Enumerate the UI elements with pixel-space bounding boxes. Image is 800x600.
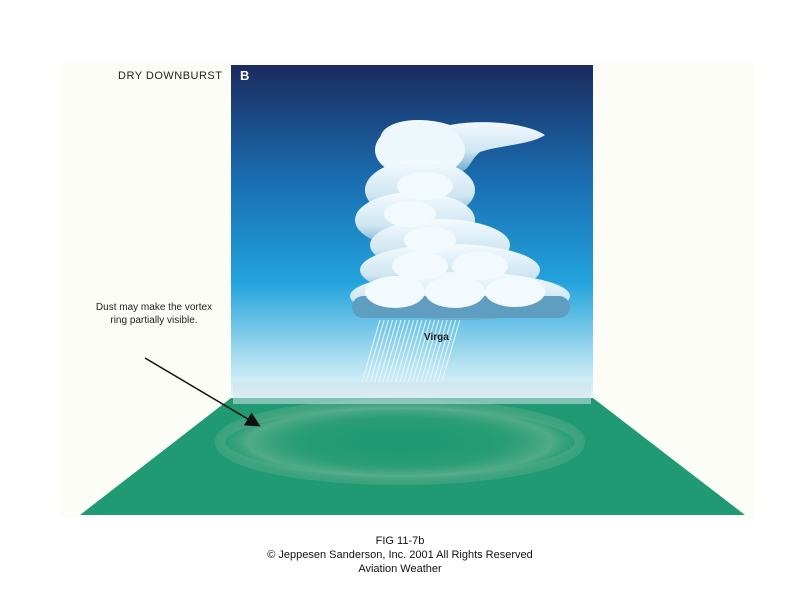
dust-haze <box>233 382 591 404</box>
virga-streak <box>432 319 452 383</box>
virga-streak <box>428 319 448 383</box>
virga-streak <box>390 319 410 383</box>
virga-streak <box>407 319 427 383</box>
figure-number: FIG 11-7b <box>375 535 425 547</box>
virga-streak <box>403 319 423 383</box>
cumulonimbus-cloud <box>350 120 570 320</box>
virga-label: Virga <box>424 332 449 343</box>
virga-streak <box>378 319 398 383</box>
panel-letter: B <box>240 68 250 83</box>
virga-streak <box>416 319 436 383</box>
virga-streaks <box>361 319 461 383</box>
callout-arrow <box>144 357 261 427</box>
virga-streak <box>369 319 389 383</box>
copyright-notice: © Jeppesen Sanderson, Inc. 2001 All Righ… <box>267 549 533 561</box>
virga-streak <box>365 319 385 383</box>
virga-streak <box>382 319 402 383</box>
diagram-label: DRY DOWNBURST <box>118 70 223 82</box>
virga-streak <box>395 319 415 383</box>
virga-streak <box>424 319 444 383</box>
dust-callout: Dust may make the vortex ring partially … <box>95 302 213 326</box>
figure-title: Aviation Weather <box>358 563 442 575</box>
virga-streak <box>361 319 381 383</box>
virga-streak <box>411 319 431 383</box>
virga-streak <box>374 319 394 383</box>
virga-streak <box>420 319 440 383</box>
dust-vortex-ring <box>210 400 590 484</box>
virga-streak <box>437 319 457 383</box>
virga-streak <box>386 319 406 383</box>
virga-streak <box>441 319 461 383</box>
virga-streak <box>399 319 419 383</box>
